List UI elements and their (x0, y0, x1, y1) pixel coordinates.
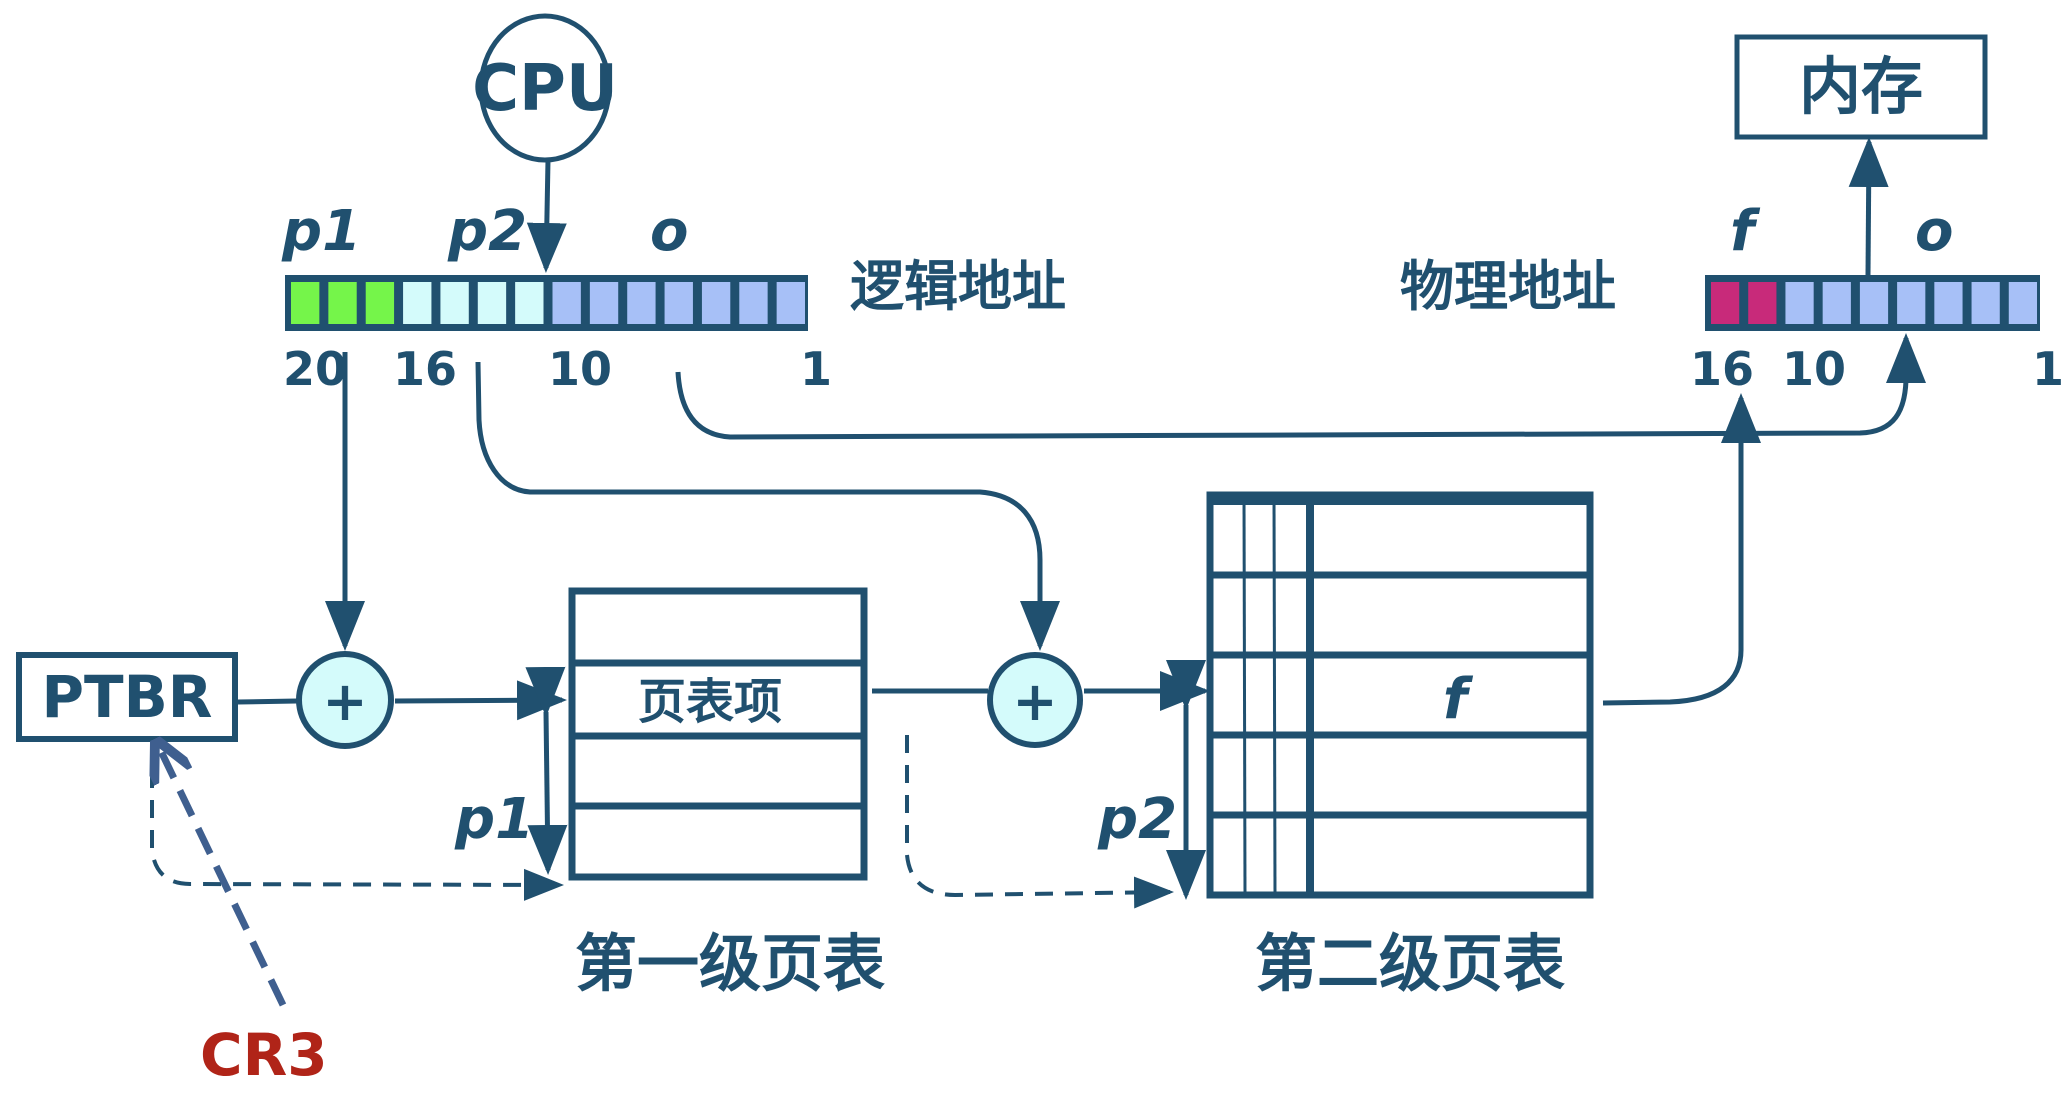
logical-bit-cell-p2 (515, 282, 544, 324)
physical-bit-cell-offset (1934, 282, 1963, 324)
p2-index-label: p2 (1097, 787, 1177, 852)
physical-bit-cell-offset (1822, 282, 1851, 324)
p2-to-adder-arrow (475, 361, 1060, 651)
phys-bit-label-16: 16 (1690, 342, 1754, 396)
field-label-o-phys: o (1915, 199, 1953, 264)
physical-bit-cell-offset (1859, 282, 1889, 324)
cr3-to-ptbr-arrow (158, 745, 287, 1007)
logical-bit-cell-p2 (403, 282, 432, 324)
p1-index-arrow (525, 666, 568, 875)
logical-bit-cell-offset (664, 282, 693, 324)
logical-address-label: 逻辑地址 (850, 255, 1066, 318)
field-label-f: f (1730, 199, 1761, 264)
physical-bit-cell-frame (1711, 282, 1740, 324)
adder-1: + (296, 651, 394, 749)
memory-node: 内存 (1734, 34, 1988, 140)
cr3-label: CR3 (200, 1021, 328, 1089)
physical-bit-cell-offset (2008, 282, 2037, 324)
cpu-node: CPU (472, 13, 618, 163)
field-label-p1: p1 (281, 199, 361, 264)
adder-1-symbol: + (322, 670, 367, 733)
physical-address-bar (1705, 275, 2040, 331)
field-label-o: o (650, 199, 688, 264)
bit-label-20: 20 (283, 342, 347, 396)
adder-2-symbol: + (1012, 670, 1057, 733)
p1-index-label: p1 (454, 787, 534, 852)
ptbr-to-adder-line (237, 698, 298, 705)
phys-bit-label-10: 10 (1782, 342, 1846, 396)
bit-label-16: 16 (393, 342, 457, 396)
logical-bit-cell-offset (552, 282, 581, 324)
field-label-p2: p2 (447, 199, 527, 264)
logical-bit-cell-p2 (477, 282, 507, 324)
logical-bit-cell-offset (739, 282, 768, 324)
second-level-table: f (1206, 491, 1594, 899)
offset-copy-arrow (675, 333, 1926, 440)
cpu-label: CPU (472, 52, 618, 126)
frame-to-physical-arrow (1602, 393, 1761, 706)
physical-bit-cell-offset (1971, 282, 2000, 324)
bit-label-1: 1 (800, 342, 832, 396)
ptbr-label: PTBR (42, 663, 213, 731)
physical-bit-cell-frame (1748, 282, 1777, 324)
first-level-table-title: 第一级页表 (575, 927, 885, 1000)
logical-bit-cell-offset (589, 282, 619, 324)
logical-bit-cell-offset (701, 282, 731, 324)
phys-bit-label-1: 1 (2032, 342, 2064, 396)
bit-label-10: 10 (548, 342, 612, 396)
table1-base-dashed-arrow (150, 770, 564, 901)
adder1-to-table1-arrow (394, 680, 567, 721)
physical-address-label: 物理地址 (1400, 255, 1616, 318)
physical-bit-cell-offset (1897, 282, 1926, 324)
logical-bit-cell-p2 (440, 282, 469, 324)
logical-bit-cell-p1 (365, 282, 395, 324)
logical-bit-cell-offset (627, 282, 656, 324)
physical-bit-cell-offset (1785, 282, 1814, 324)
first-level-table: 页表项 (568, 587, 868, 881)
table2-base-dashed-arrow (905, 735, 1174, 909)
logical-bit-cell-offset (776, 282, 805, 324)
second-level-table-title: 第二级页表 (1255, 927, 1565, 1000)
page-table-entry-label: 页表项 (638, 674, 782, 730)
cpu-to-address-arrow (526, 159, 567, 273)
memory-label: 内存 (1799, 50, 1923, 123)
logical-bit-cell-p1 (291, 282, 320, 324)
logical-address-bar (285, 275, 808, 331)
address-to-memory-arrow (1848, 137, 1889, 276)
adder-2: + (987, 652, 1083, 748)
ptbr-register: PTBR (16, 652, 238, 742)
logical-bit-cell-p1 (328, 282, 357, 324)
